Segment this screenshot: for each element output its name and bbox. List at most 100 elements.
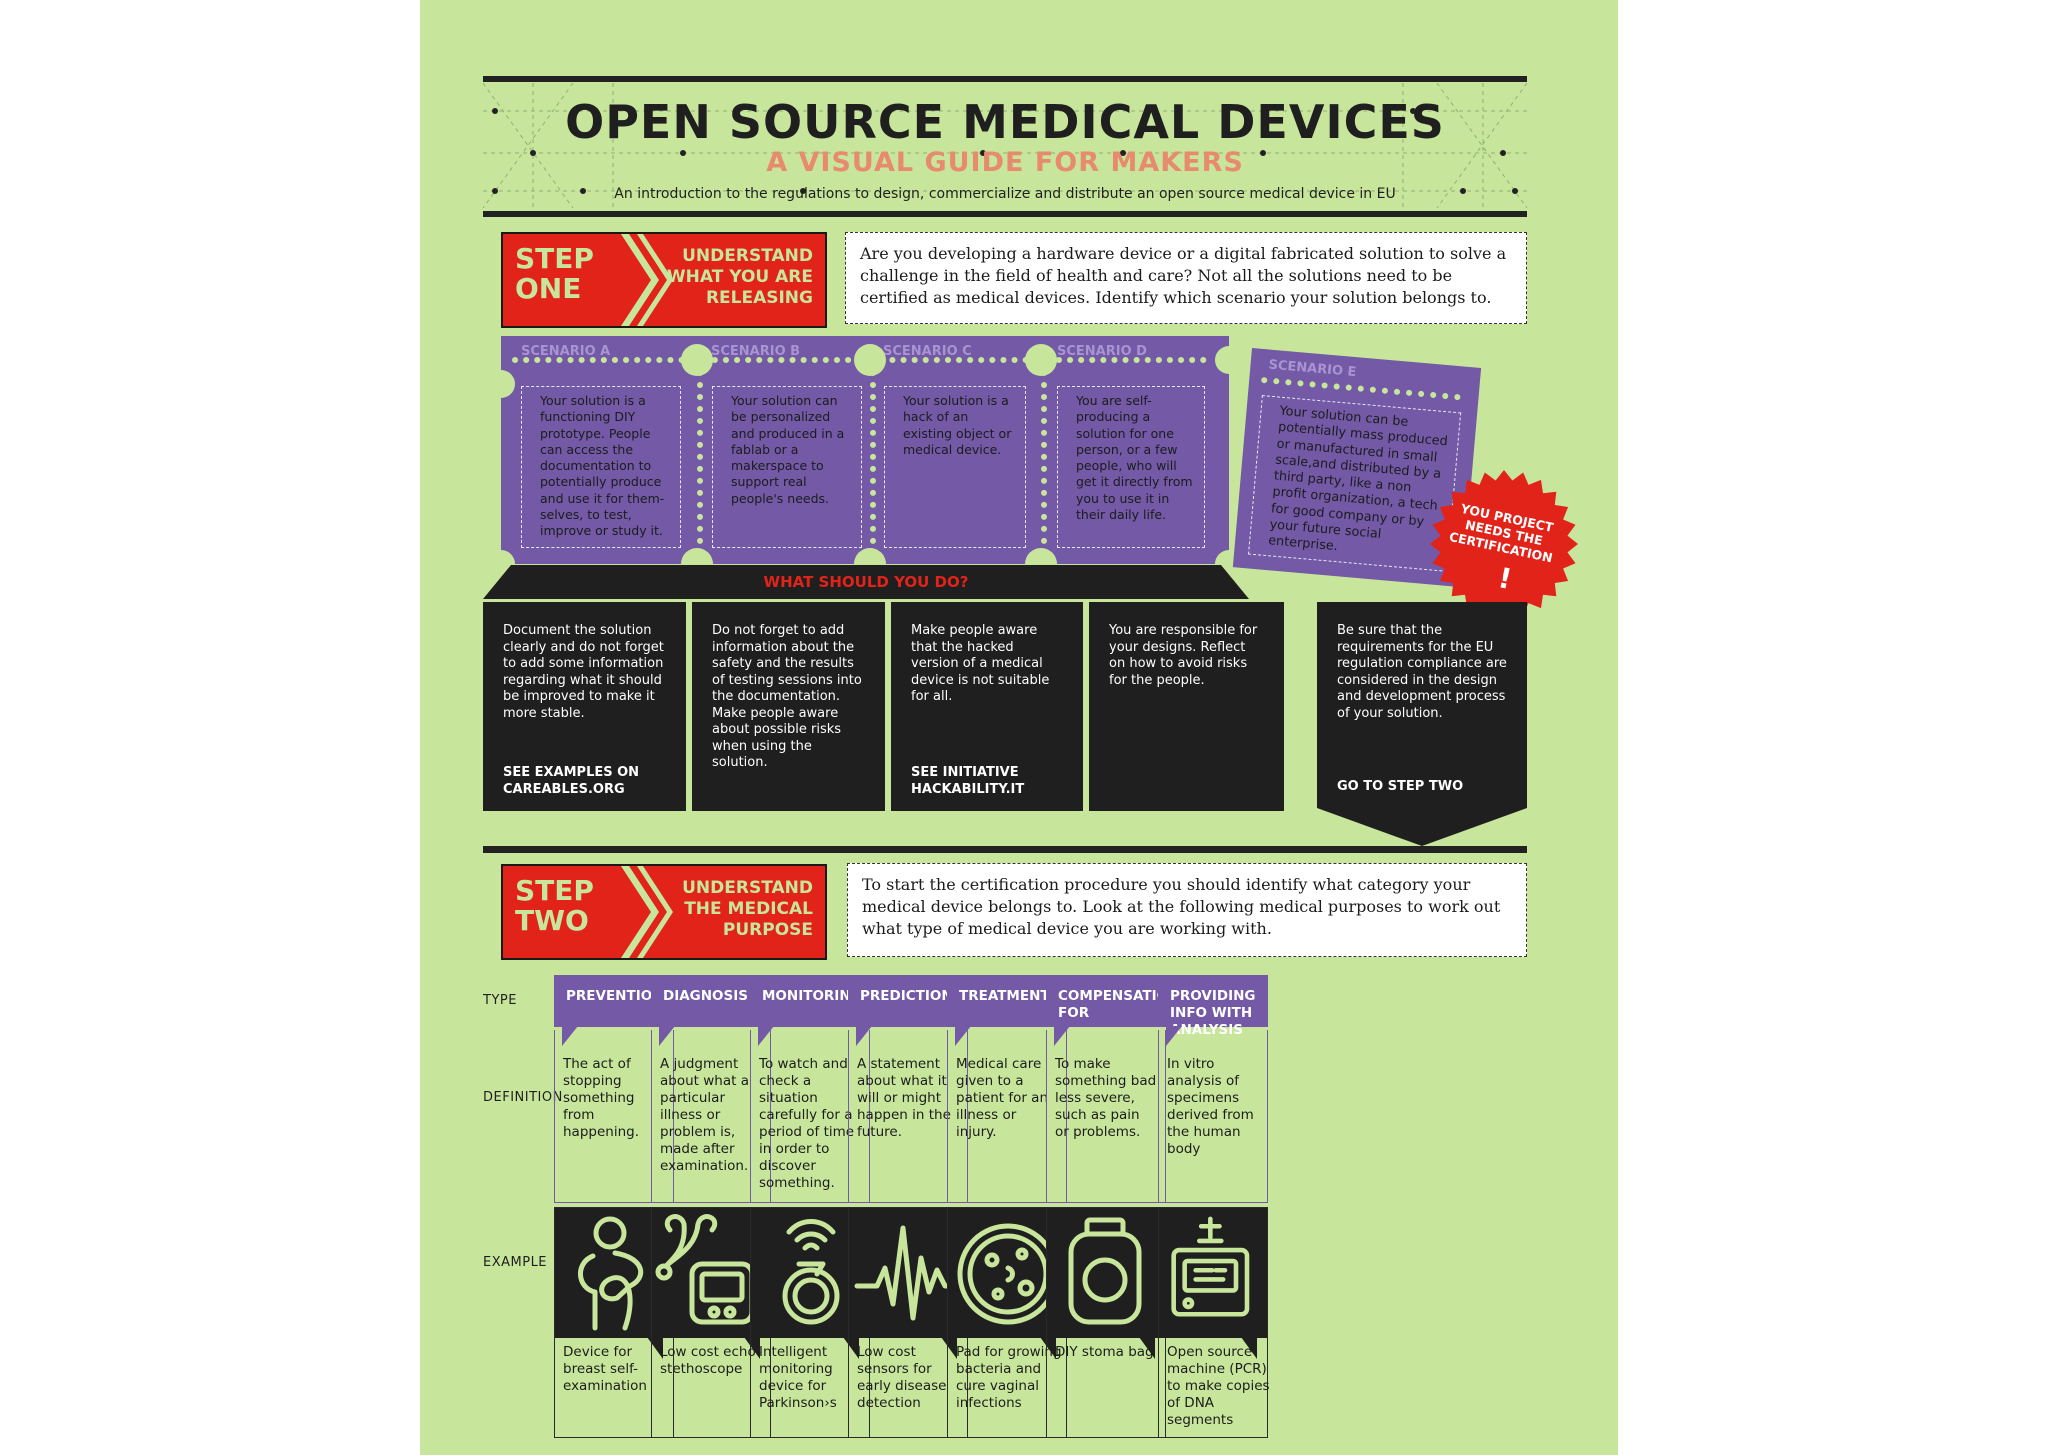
purpose-example-text: Device for breast self-examination — [563, 1344, 647, 1394]
purpose-example-text: Open source machine (PCR) to make copies… — [1167, 1344, 1270, 1428]
scenario-label: SCENARIO C — [883, 344, 972, 359]
purpose-type-label: PROVIDING INFO WITH ANALYSIS — [1170, 988, 1256, 1038]
purpose-definition-text: A statement about what it will or might … — [857, 1056, 951, 1140]
purpose-type-label: TREATMENT — [959, 988, 1050, 1004]
careables-link[interactable]: SEE EXAMPLES ON CAREABLES.ORG — [503, 765, 640, 797]
action-card-b: Do not forget to add information about t… — [692, 602, 885, 811]
purpose-definition-text: To watch and check a situation carefully… — [759, 1056, 855, 1191]
certification-badge-icon — [1430, 470, 1578, 618]
purpose-type-label: PREVENTION — [566, 988, 664, 1004]
intro-text: An introduction to the regulations to de… — [614, 186, 1396, 202]
type-row-label: TYPE — [483, 993, 517, 1008]
definition-row-label: DEFINITION — [483, 1090, 563, 1105]
perforation-divider — [870, 346, 876, 556]
pcr-machine-icon — [1171, 1216, 1250, 1317]
hackability-link[interactable]: SEE INITIATIVE HACKABILITY.IT — [911, 765, 1025, 797]
step-one-label: STEP ONE — [515, 242, 594, 305]
purpose-definition: A statement about what it will or might … — [848, 1030, 968, 1203]
action-card-e: Be sure that the requirements for the EU… — [1317, 602, 1527, 846]
purpose-definition-text: Medical care given to a patient for an i… — [956, 1056, 1049, 1140]
purpose-example: Open source machine (PCR) to make copies… — [1158, 1207, 1270, 1438]
purpose-example-text: Low cost sensors for early disease detec… — [857, 1344, 947, 1411]
purpose-example-text: Pad for growing bacteria and cure vagina… — [956, 1344, 1062, 1411]
scenario-c-text: Your solution is a hack of an existing o… — [884, 386, 1026, 548]
callout-tail — [941, 1337, 957, 1359]
page-subtitle: A VISUAL GUIDE FOR MAKERS — [766, 147, 1244, 178]
scenario-a-text: Your solution is a functioning DIY proto… — [521, 386, 681, 548]
header-top-rule — [483, 76, 1527, 82]
stethoscope-icon — [655, 1214, 755, 1325]
scenario-label: SCENARIO D — [1057, 344, 1147, 359]
callout-tail — [744, 1337, 760, 1359]
purpose-example-text: Intelligent monitoring device for Parkin… — [759, 1344, 837, 1411]
go-to-step-two-link[interactable]: GO TO STEP TWO — [1337, 779, 1464, 794]
scenario-b-text: Your solution can be personalized and pr… — [712, 386, 862, 548]
purpose-type-tab: PROVIDING INFO WITH ANALYSIS — [1158, 975, 1268, 1038]
purpose-definition-text: A judgment about what a particular illne… — [660, 1056, 749, 1174]
poster: OPEN SOURCE MEDICAL DEVICES A VISUAL GUI… — [420, 0, 1618, 1455]
callout-tail — [1166, 1026, 1182, 1046]
perforation-divider — [1041, 346, 1047, 556]
stoma-bag-icon — [1068, 1217, 1142, 1325]
action-card-a: Document the solution clearly and do not… — [483, 602, 686, 811]
callout-tail — [843, 1337, 859, 1359]
chevron-icon — [621, 866, 673, 958]
purpose-example-text: DIY stoma bag — [1055, 1344, 1154, 1360]
callout-tail — [562, 1026, 578, 1046]
purpose-definition: The act of stopping something from happe… — [554, 1030, 674, 1203]
callout-tail — [1054, 1026, 1070, 1046]
purpose-definition: To watch and check a situation carefully… — [750, 1030, 870, 1203]
example-illustration — [1047, 1208, 1165, 1338]
scenarios-strip: SCENARIO A SCENARIO B SCENARIO C SCENARI… — [501, 336, 1229, 564]
purpose-definition: Medical care given to a patient for an i… — [947, 1030, 1067, 1203]
wireless-ring-icon — [782, 1219, 840, 1325]
step-two-title: UNDERSTAND THE MEDICAL PURPOSE — [682, 878, 813, 940]
purpose-type-label: MONITORING — [762, 988, 862, 1004]
step-two-description: To start the certification procedure you… — [847, 863, 1527, 957]
step-one-title: UNDERSTAND WHAT YOU ARE RELEASING — [666, 246, 813, 308]
header: OPEN SOURCE MEDICAL DEVICES A VISUAL GUI… — [483, 83, 1527, 208]
purpose-type-label: DIAGNOSIS — [663, 988, 749, 1004]
step-one-description: Are you developing a hardware device or … — [845, 232, 1527, 324]
purpose-definition-text: To make something bad less severe, such … — [1055, 1056, 1157, 1140]
example-illustration — [1159, 1208, 1267, 1338]
step-two-banner: STEP TWO UNDERSTAND THE MEDICAL PURPOSE — [501, 864, 827, 960]
step-two-label: STEP TWO — [515, 874, 594, 937]
what-should-you-do-band: WHAT SHOULD YOU DO? — [483, 565, 1249, 599]
callout-tail — [1139, 1337, 1155, 1359]
purpose-definition: A judgment about what a particular illne… — [651, 1030, 771, 1203]
purpose-example: Pad for growing bacteria and cure vagina… — [947, 1207, 1067, 1438]
perforation-divider — [697, 346, 703, 556]
action-text: Make people aware that the hacked versio… — [911, 623, 1050, 704]
callout-tail — [955, 1026, 971, 1046]
action-card-d: You are responsible for your designs. Re… — [1089, 602, 1284, 811]
action-text: You are responsible for your designs. Re… — [1109, 623, 1258, 688]
scenario-d-text: You are self-producing a solution for on… — [1057, 386, 1205, 548]
step-one-banner: STEP ONE UNDERSTAND WHAT YOU ARE RELEASI… — [501, 232, 827, 328]
purpose-definition-text: The act of stopping something from happe… — [563, 1056, 639, 1140]
header-bottom-rule — [483, 211, 1527, 217]
action-card-c: Make people aware that the hacked versio… — [891, 602, 1083, 811]
callout-tail — [1241, 1337, 1257, 1359]
example-row-label: EXAMPLE — [483, 1255, 548, 1270]
purpose-definition-text: In vitro analysis of specimens derived f… — [1167, 1056, 1254, 1157]
section-rule — [483, 846, 1527, 853]
page-title: OPEN SOURCE MEDICAL DEVICES — [565, 95, 1445, 149]
purpose-example-text: Low cost echo-stethoscope — [660, 1344, 761, 1377]
purpose-type-tab: COMPENSATION FOR — [1046, 975, 1179, 1027]
person-icon — [578, 1216, 644, 1331]
scenario-label: SCENARIO A — [521, 344, 611, 359]
pulse-wave-icon — [854, 1225, 964, 1321]
purpose-type-label: COMPENSATION FOR — [1058, 988, 1180, 1021]
purpose-type-label: PREDICTION — [860, 988, 953, 1004]
callout-tail — [659, 1026, 675, 1046]
chevron-icon — [621, 234, 673, 326]
purpose-definition: In vitro analysis of specimens derived f… — [1158, 1030, 1268, 1203]
purpose-definition: To make something bad less severe, such … — [1046, 1030, 1166, 1203]
scenario-label: SCENARIO E — [1267, 357, 1357, 381]
what-should-you-do-label: WHAT SHOULD YOU DO? — [763, 573, 969, 591]
scenario-label: SCENARIO B — [711, 344, 801, 359]
callout-tail — [1040, 1337, 1056, 1359]
callout-tail — [856, 1026, 872, 1046]
action-text: Be sure that the requirements for the EU… — [1337, 623, 1507, 721]
